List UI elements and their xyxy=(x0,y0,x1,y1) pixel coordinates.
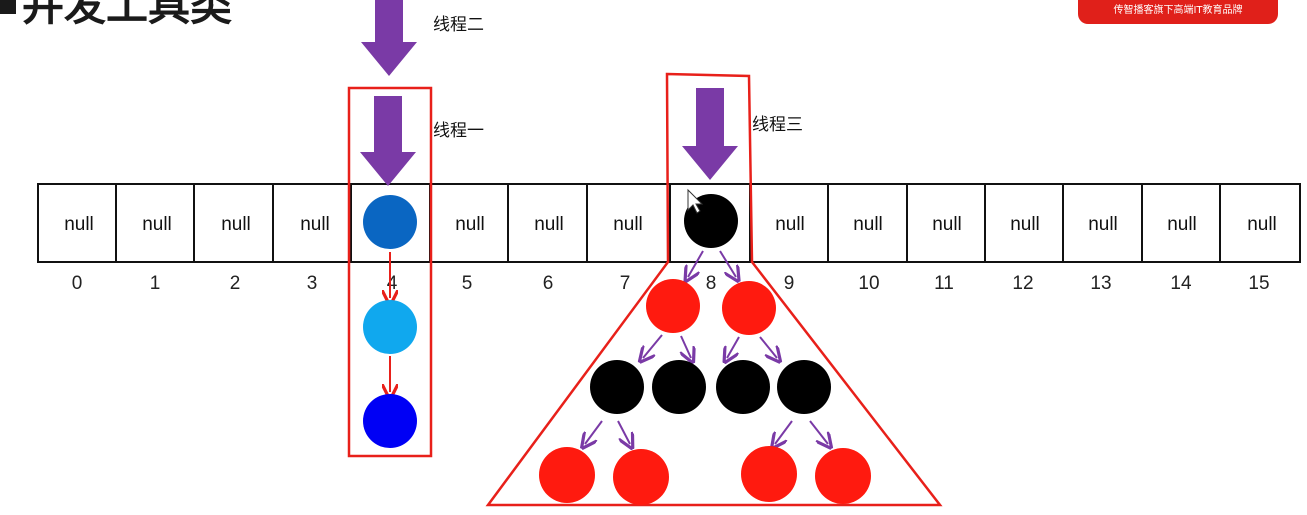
cell-6-label: null xyxy=(534,214,564,235)
tree-node-l2-2 xyxy=(652,360,706,414)
index-11-label: 11 xyxy=(934,273,954,294)
mouse-cursor-icon xyxy=(687,188,704,214)
thread2-arrow-icon xyxy=(361,0,417,76)
tree-node-l2-4 xyxy=(777,360,831,414)
slide-title: 并发工具类 xyxy=(22,0,233,30)
index-1-label: 1 xyxy=(150,273,161,294)
cell-10-label: null xyxy=(853,214,883,235)
index-7-label: 7 xyxy=(620,273,631,294)
tree-node-l3-2 xyxy=(613,449,669,505)
index-0-label: 0 xyxy=(72,273,83,294)
tree-node-l2-1 xyxy=(590,360,644,414)
list-node-3 xyxy=(363,394,417,448)
tree-node-l3-4 xyxy=(815,448,871,504)
index-15-label: 15 xyxy=(1248,273,1269,294)
index-8-label: 8 xyxy=(706,273,717,294)
title-marker xyxy=(0,0,16,14)
thread3-arrow-icon xyxy=(682,88,738,180)
brand-badge: 传智播客旗下高端IT教育品牌 xyxy=(1078,0,1278,24)
cell-12-label: null xyxy=(1010,214,1040,235)
index-13-label: 13 xyxy=(1090,273,1111,294)
cell-9-label: null xyxy=(775,214,805,235)
list-node-2 xyxy=(363,300,417,354)
tree-node-l1-left xyxy=(646,279,700,333)
cell-0-label: null xyxy=(64,214,94,235)
cell-3-label: null xyxy=(300,214,330,235)
cell-11-label: null xyxy=(932,214,962,235)
thread1-label: 线程一 xyxy=(433,121,484,141)
index-5-label: 5 xyxy=(462,273,473,294)
cell-15-label: null xyxy=(1247,214,1277,235)
thread2-label: 线程二 xyxy=(433,15,484,35)
cell-7-label: null xyxy=(613,214,643,235)
index-12-label: 12 xyxy=(1012,273,1033,294)
cell-14-label: null xyxy=(1167,214,1197,235)
cell-1-label: null xyxy=(142,214,172,235)
index-6-label: 6 xyxy=(543,273,554,294)
tree-node-l3-3 xyxy=(741,446,797,502)
tree-node-l2-3 xyxy=(716,360,770,414)
cell-13-label: null xyxy=(1088,214,1118,235)
cell-5-label: null xyxy=(455,214,485,235)
thread3-label: 线程三 xyxy=(752,115,803,135)
bucket4-highlight xyxy=(347,86,433,458)
index-4-label: 4 xyxy=(387,273,398,294)
tree-node-l1-right xyxy=(722,281,776,335)
list-node-1 xyxy=(363,195,417,249)
index-9-label: 9 xyxy=(784,273,795,294)
index-3-label: 3 xyxy=(307,273,318,294)
thread1-arrow-icon xyxy=(360,96,416,186)
bucket8-tree-highlight xyxy=(485,72,943,507)
index-2-label: 2 xyxy=(230,273,241,294)
index-10-label: 10 xyxy=(858,273,879,294)
tree-node-l3-1 xyxy=(539,447,595,503)
index-14-label: 14 xyxy=(1170,273,1192,294)
cell-2-label: null xyxy=(221,214,251,235)
